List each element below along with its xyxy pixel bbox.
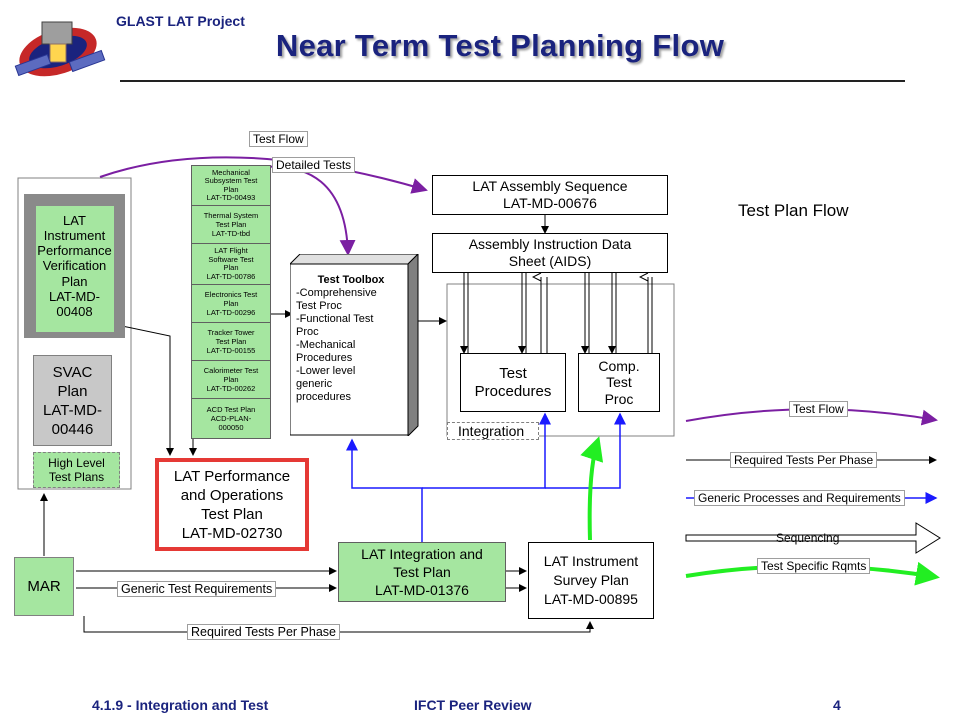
svac-plan-box: SVAC Plan LAT-MD- 00446 (33, 355, 112, 446)
legend-item-sequencing: Sequencing (776, 531, 840, 545)
integration-label: Integration (447, 422, 540, 440)
legend-item-generic-processes: Generic Processes and Requirements (694, 490, 905, 506)
label-required-tests-bottom: Required Tests Per Phase (187, 624, 340, 640)
ipvp-box: LAT Instrument Performance Verification … (24, 194, 125, 338)
legend-title: Test Plan Flow (738, 201, 849, 220)
ipvp-text: LAT Instrument Performance Verification … (37, 212, 112, 319)
footer-review: IFCT Peer Review (414, 697, 532, 713)
title-rule (120, 80, 905, 82)
mar-box: MAR (14, 557, 74, 616)
label-generic-test-reqs: Generic Test Requirements (117, 581, 277, 597)
page-title: Near Term Test Planning Flow (275, 28, 725, 63)
toolbox-text: Test Toolbox -Comprehensive Test Proc -F… (296, 274, 385, 403)
footer-section: 4.1.9 - Integration and Test (92, 697, 269, 713)
footer-page-number: 4 (833, 697, 841, 713)
label-detailed-tests: Detailed Tests (272, 157, 356, 173)
project-name: GLAST LAT Project (116, 13, 245, 29)
test-toolbox-box: Test Toolbox -Comprehensive Test Proc -F… (290, 254, 420, 436)
legend-item-required-tests: Required Tests Per Phase (730, 452, 878, 468)
logo-icon (14, 8, 110, 82)
legend-item-test-specific: Test Specific Rqmts (757, 558, 871, 574)
label-test-flow-top: Test Flow (249, 131, 308, 147)
legend-item-test-flow: Test Flow (789, 401, 848, 417)
high-level-test-plans: High Level Test Plans (33, 452, 120, 488)
